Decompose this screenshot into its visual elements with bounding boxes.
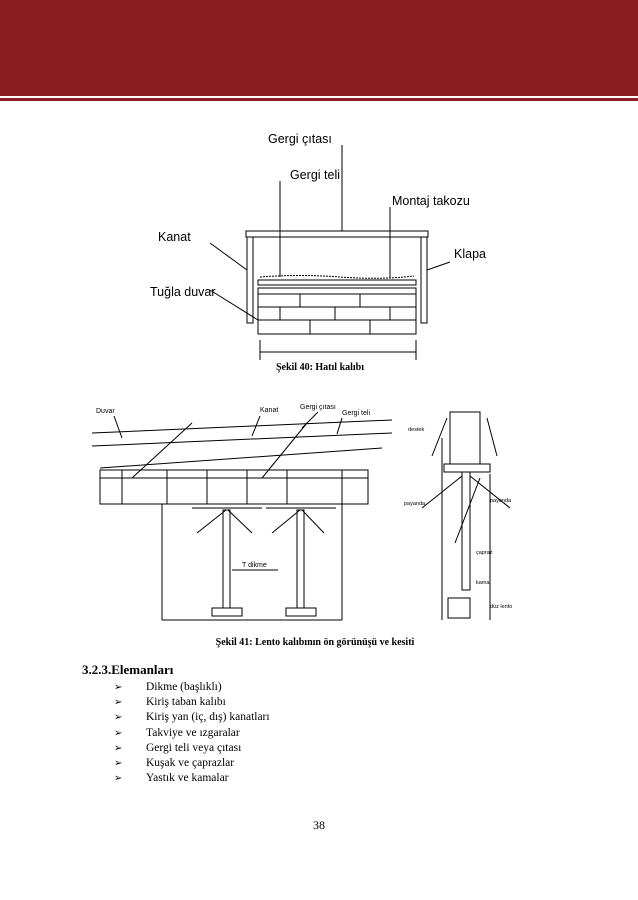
label-payanda-right: payanda — [490, 498, 512, 504]
list-item: ➢ Dikme (başlıklı) — [114, 680, 270, 695]
list-item: ➢ Gergi teli veya çıtası — [114, 741, 270, 756]
arrow-bullet-icon: ➢ — [114, 727, 123, 739]
list-item-text: Yastık ve kamalar — [146, 772, 229, 785]
element-list: ➢ Dikme (başlıklı) ➢ Kiriş taban kalıbı ➢ Kir… — [114, 680, 270, 786]
label-gergi-teli: Gergi teli — [290, 168, 340, 182]
figure-41-drawing: Duvar Kanat Gergi çıtası Gergi teli T di… — [92, 404, 512, 621]
list-item: ➢ Kuşak ve çaprazlar — [114, 756, 270, 771]
list-item-text: Kiriş yan (iç, dış) kanatları — [146, 711, 270, 724]
arrow-bullet-icon: ➢ — [114, 682, 123, 693]
list-item: ➢ Kiriş yan (iç, dış) kanatları — [114, 710, 270, 725]
label-duvar: Duvar — [96, 408, 115, 415]
label-montaj-takozu: Montaj takozu — [392, 194, 470, 208]
figure-40-caption: Şekil 40: Hatıl kalıbı — [275, 362, 365, 373]
label-kanat: Kanat — [158, 230, 191, 244]
figure-40-drawing: Gergi çıtası Gergi teli Montaj takozu Ka… — [150, 132, 486, 360]
label-gergi-citasi: Gergi çıtası — [268, 132, 332, 146]
header-band — [0, 0, 638, 96]
label-gergi-citasi-41: Gergi çıtası — [300, 404, 336, 411]
label-destek: destek — [408, 427, 424, 433]
label-kama: kama — [476, 580, 490, 586]
label-kanat-41: Kanat — [260, 407, 278, 414]
list-item: ➢ Takviye ve ızgaralar — [114, 726, 270, 741]
section-title: 3.2.3.Elemanları — [82, 662, 174, 677]
arrow-bullet-icon: ➢ — [114, 773, 123, 785]
label-tugla-duvar: Tuğla duvar — [150, 285, 216, 299]
label-klapa: Klapa — [454, 247, 486, 261]
list-item: ➢ Yastık ve kamalar — [114, 771, 270, 786]
list-item: ➢ Kiriş taban kalıbı — [114, 695, 270, 710]
arrow-bullet-icon: ➢ — [114, 742, 123, 754]
header-rule — [0, 98, 638, 101]
list-item-text: Kuşak ve çaprazlar — [146, 756, 235, 769]
list-item-text: Dikme (başlıklı) — [146, 681, 222, 693]
label-duz-lento: düz lento — [490, 604, 512, 610]
figure-41-caption: Şekil 41: Lento kalıbının ön görünüşü ve… — [215, 637, 415, 648]
label-t-dikme: T dikme — [242, 562, 267, 569]
label-capraz: çapraz — [476, 550, 493, 556]
figure-41: Duvar Kanat Gergi çıtası Gergi teli T di… — [92, 398, 522, 630]
list-item-text: Gergi teli veya çıtası — [146, 741, 242, 754]
arrow-bullet-icon: ➢ — [114, 697, 123, 709]
arrow-bullet-icon: ➢ — [114, 757, 123, 769]
page-number: 38 — [313, 818, 325, 832]
list-item-text: Kiriş taban kalıbı — [146, 696, 226, 709]
figure-40: Gergi çıtası Gergi teli Montaj takozu Ka… — [150, 130, 500, 362]
list-item-text: Takviye ve ızgaralar — [146, 726, 240, 739]
label-gergi-teli-41: Gergi teli — [342, 410, 370, 417]
label-payanda-left: payanda — [404, 501, 426, 507]
arrow-bullet-icon: ➢ — [114, 712, 123, 724]
